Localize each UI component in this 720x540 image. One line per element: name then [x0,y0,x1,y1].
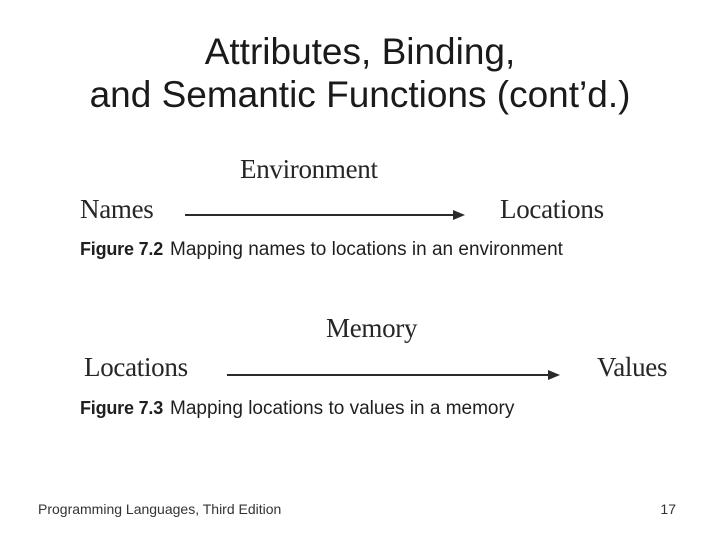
figure-7-3-right-label: Values [597,352,668,382]
figure-7-2-caption-text: Mapping names to locations in an environ… [170,239,563,260]
figure-7-2-right-label: Locations [500,194,604,224]
figure-7-2-caption: Figure 7.2 Mapping names to locations in … [80,237,563,262]
arrow-shaft [227,374,548,376]
arrow-head-icon [453,210,465,220]
figure-7-2-caption-number: Figure 7.2 [80,239,164,259]
figure-7-3-left-label: Locations [84,352,188,382]
figure-7-3-top-label: Memory [326,313,418,343]
figure-7-3-mapping-arrow [227,370,560,380]
footer-book-title: Programming Languages, Third Edition [38,501,282,517]
slide-title-line2: and Semantic Functions (cont’d.) [89,74,631,115]
slide-page-number: 17 [660,501,676,517]
figure-7-2-top-label: Environment [240,154,378,184]
figure-7-2-mapping-arrow [185,210,465,220]
slide-title: Attributes, Binding, and Semantic Functi… [0,30,720,116]
figure-7-3-caption-number: Figure 7.3 [80,398,164,418]
arrow-head-icon [548,370,560,380]
arrow-shaft [185,214,453,216]
slide-title-line1: Attributes, Binding, [204,31,516,72]
figure-7-2-left-label: Names [80,194,154,224]
figure-7-3-caption-text: Mapping locations to values in a memory [170,398,515,419]
figure-7-3-caption: Figure 7.3 Mapping locations to values in… [80,396,514,421]
